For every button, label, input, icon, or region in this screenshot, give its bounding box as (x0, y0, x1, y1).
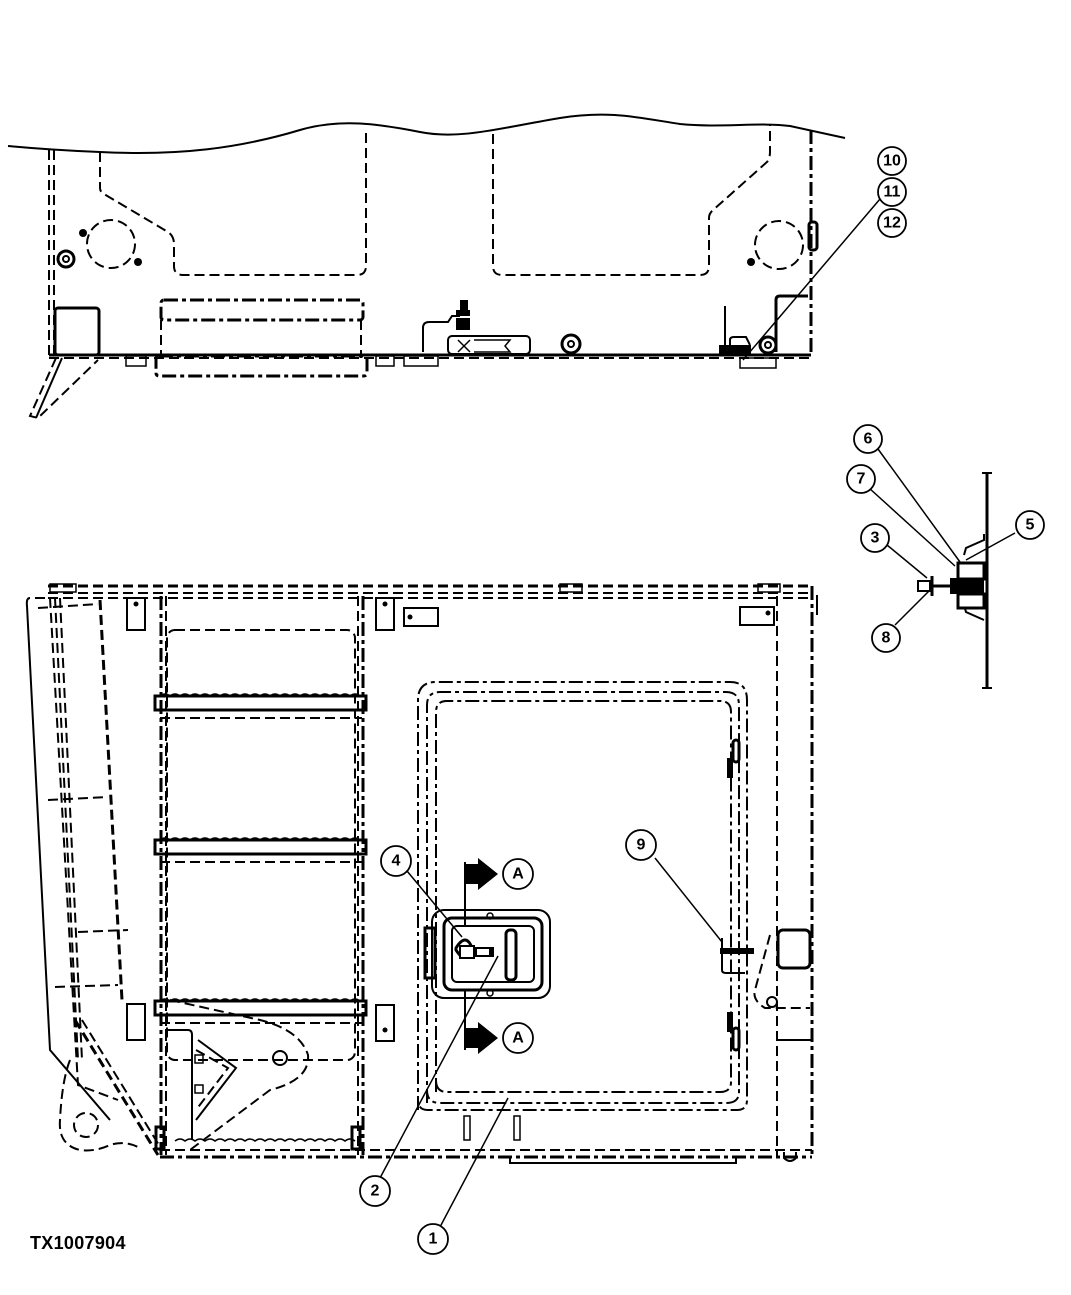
callout-2: 2 (359, 1175, 391, 1207)
door-handle (423, 909, 551, 999)
callout-4: 4 (380, 845, 412, 877)
svg-text:A: A (512, 1030, 524, 1047)
step-1 (153, 693, 368, 719)
front-view (25, 583, 818, 1164)
top-view (7, 113, 846, 420)
svg-text:9: 9 (637, 837, 646, 854)
svg-text:3: 3 (871, 530, 880, 547)
section-marker-a-upper: A (502, 858, 534, 890)
callout-5: 5 (1015, 510, 1045, 540)
section-marker-a-lower: A (502, 1022, 534, 1054)
svg-text:5: 5 (1026, 517, 1035, 534)
svg-text:2: 2 (371, 1183, 380, 1200)
svg-text:12: 12 (883, 215, 901, 232)
callout-1: 1 (417, 1223, 449, 1255)
svg-text:7: 7 (857, 471, 866, 488)
svg-text:8: 8 (882, 630, 891, 647)
svg-text:1: 1 (429, 1231, 438, 1248)
svg-text:A: A (512, 866, 524, 883)
step-2 (153, 837, 368, 863)
svg-text:6: 6 (864, 431, 873, 448)
svg-text:4: 4 (392, 853, 401, 870)
svg-text:10: 10 (883, 153, 901, 170)
step-3 (153, 998, 368, 1024)
callout-8: 8 (871, 623, 901, 653)
callout-7: 7 (846, 464, 876, 494)
callout-11: 11 (877, 177, 907, 207)
callout-6: 6 (853, 424, 883, 454)
figure-id-label: TX1007904 (30, 1233, 126, 1253)
callout-3: 3 (860, 523, 890, 553)
callout-9: 9 (625, 829, 657, 861)
callout-12: 12 (877, 208, 907, 238)
detail-view (917, 472, 992, 689)
callout-10: 10 (877, 146, 907, 176)
svg-text:11: 11 (884, 184, 901, 201)
leader-lines (379, 198, 1016, 1228)
